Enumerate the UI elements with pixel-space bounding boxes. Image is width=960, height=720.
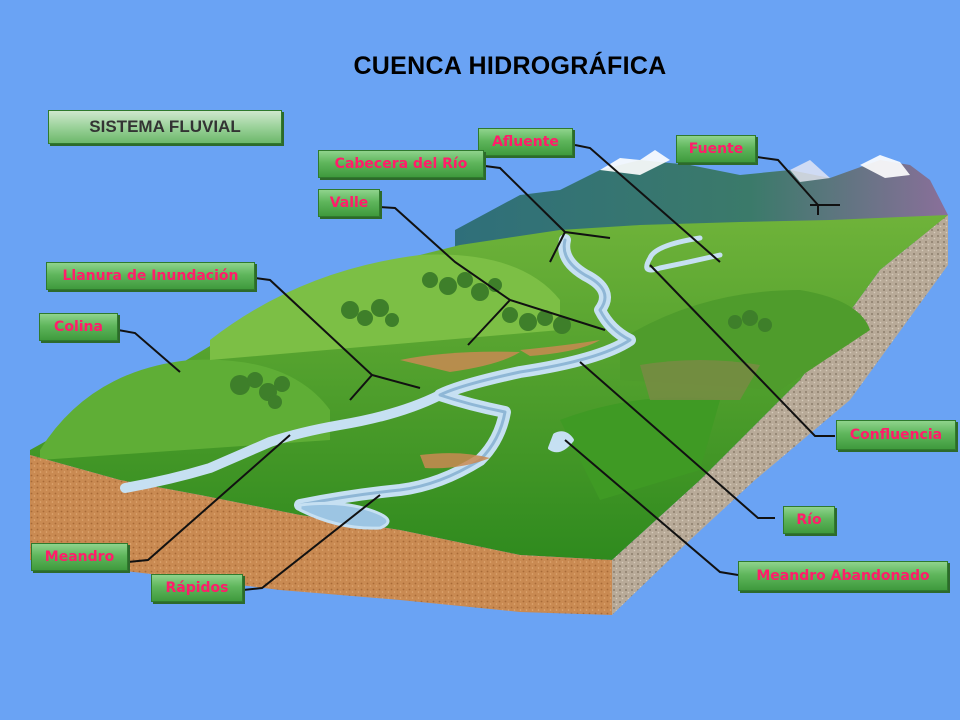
colina-label: Colina — [39, 313, 118, 341]
meandro-label: Meandro — [31, 543, 128, 571]
confluencia-label: Confluencia — [836, 420, 956, 450]
cabecera-label: Cabecera del Río — [318, 150, 484, 178]
tree-clumps — [230, 272, 772, 409]
leader-lines — [117, 144, 840, 591]
afluente-label: Afluente — [478, 128, 573, 156]
meandro-abandonado-label: Meandro Abandonado — [738, 561, 948, 591]
rock-cliff — [612, 215, 948, 615]
rapidos-label: Rápidos — [151, 574, 243, 602]
llanura-label: Llanura de Inundación — [46, 262, 255, 290]
sistema-fluvial-label: SISTEMA FLUVIAL — [48, 110, 282, 144]
valle-label: Valle — [318, 189, 380, 217]
fuente-label: Fuente — [676, 135, 756, 163]
rio-label: Río — [783, 506, 835, 534]
page-title: CUENCA HIDROGRÁFICA — [353, 52, 667, 80]
river-system — [120, 234, 723, 530]
sand-banks — [400, 340, 600, 469]
